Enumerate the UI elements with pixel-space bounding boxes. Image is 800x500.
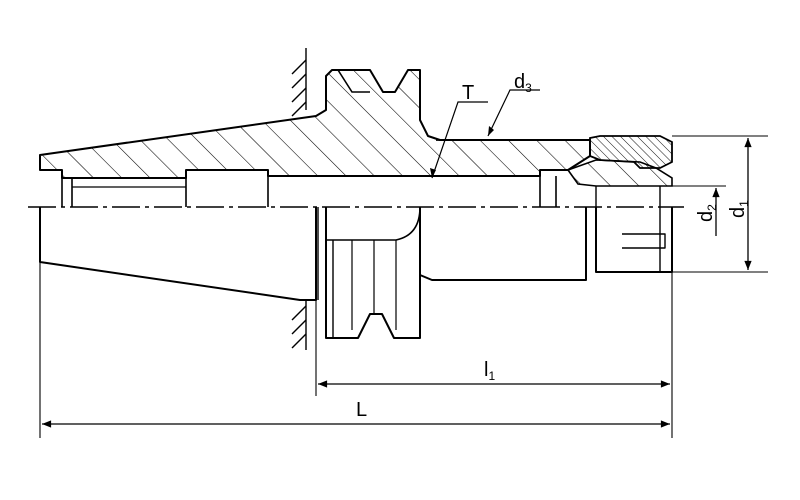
label-d3: d3 d3: [514, 71, 532, 95]
label-d2: d2 d2: [695, 204, 719, 222]
leader-lines: [431, 89, 540, 179]
svg-text:l1: l1: [484, 359, 495, 383]
bore-lines: [61, 175, 557, 207]
spindle-face-hatch: [291, 48, 307, 350]
holder-view-lower: [39, 206, 673, 339]
label-d3-text: 3: [525, 81, 532, 95]
svg-text:d3: d3: [514, 71, 532, 95]
label-l1: l1 l1: [484, 359, 495, 383]
collet-nut-section: [566, 135, 673, 207]
label-d1: d1 d1: [727, 200, 751, 218]
label-T: T: [462, 82, 474, 104]
leader-arrow-d3: [488, 126, 494, 136]
label-L: L: [356, 399, 367, 421]
svg-text:d2: d2: [695, 204, 719, 222]
dimension-extension-lines: [39, 135, 768, 438]
svg-text:d1: d1: [727, 200, 751, 218]
leader-arrow-T: [430, 168, 436, 178]
holder-section-upper: [39, 69, 591, 179]
